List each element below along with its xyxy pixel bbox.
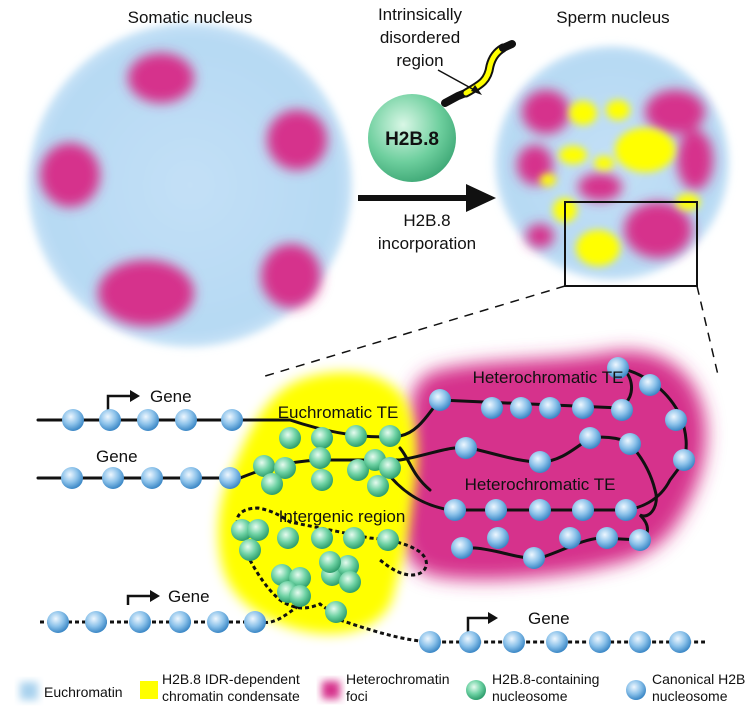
- intergenic-label: Intergenic region: [279, 507, 406, 526]
- legend-swatch-heterochromatin: [322, 681, 340, 699]
- legend-swatch-euchromatin: [20, 682, 38, 700]
- legend-label: Heterochromatin: [346, 671, 450, 687]
- legend-item-heterochromatin: Heterochromatin foci: [322, 671, 450, 704]
- legend-label: chromatin condensate: [162, 688, 300, 704]
- gene-label-4: Gene: [528, 609, 570, 628]
- legend-swatch-canonical: [626, 680, 646, 700]
- heterochromatin-focus: [40, 53, 327, 326]
- legend-label: Euchromatin: [44, 684, 123, 700]
- gene-arrows: [106, 394, 488, 636]
- arrow-label-line2: incorporation: [378, 234, 476, 253]
- legend-label: Canonical H2B: [652, 671, 745, 687]
- legend-swatch-h2b8: [466, 680, 486, 700]
- idr-label-line3: region: [396, 51, 443, 70]
- somatic-nucleus: [28, 23, 352, 347]
- legend-swatch-condensate: [140, 681, 158, 699]
- legend-label: nucleosome: [492, 688, 568, 704]
- heterochromatic-te-label-1: Heterochromatic TE: [473, 368, 624, 387]
- zoom-box: [564, 201, 698, 287]
- legend: Euchromatin H2B.8 IDR-dependent chromati…: [20, 671, 745, 704]
- incorporation-arrow: [358, 184, 496, 212]
- zoom-line-left: [261, 285, 566, 378]
- legend-label: H2B.8 IDR-dependent: [162, 671, 300, 687]
- legend-item-euchromatin: Euchromatin: [20, 682, 123, 700]
- legend-item-h2b8-nucleosome: H2B.8-containing nucleosome: [466, 671, 599, 704]
- legend-item-condensate: H2B.8 IDR-dependent chromatin condensate: [140, 671, 300, 704]
- h2b8-protein: [368, 40, 516, 182]
- legend-label: foci: [346, 688, 368, 704]
- zoom-line-right: [696, 285, 719, 376]
- h2b8-nucleosomes: [231, 425, 401, 623]
- idr-label-line1: Intrinsically: [378, 5, 463, 24]
- h2b8-protein-label: H2B.8: [385, 129, 439, 150]
- somatic-nucleus-label: Somatic nucleus: [128, 8, 253, 27]
- arrow-label-line1: H2B.8: [403, 211, 450, 230]
- legend-label: nucleosome: [652, 688, 728, 704]
- legend-label: H2B.8-containing: [492, 671, 599, 687]
- heterochromatic-te-label-2: Heterochromatic TE: [465, 475, 616, 494]
- idr-pointer: [437, 69, 479, 93]
- idr-label-line2: disordered: [380, 28, 460, 47]
- gene-label-3: Gene: [168, 587, 210, 606]
- sperm-nucleus: [495, 46, 729, 280]
- sperm-nucleus-label: Sperm nucleus: [556, 8, 669, 27]
- canonical-nucleosomes: [47, 357, 695, 653]
- euchromatic-te-label: Euchromatic TE: [278, 403, 399, 422]
- gene-label-1: Gene: [150, 387, 192, 406]
- gene-label-2: Gene: [96, 447, 138, 466]
- legend-item-canonical-nucleosome: Canonical H2B nucleosome: [626, 671, 745, 704]
